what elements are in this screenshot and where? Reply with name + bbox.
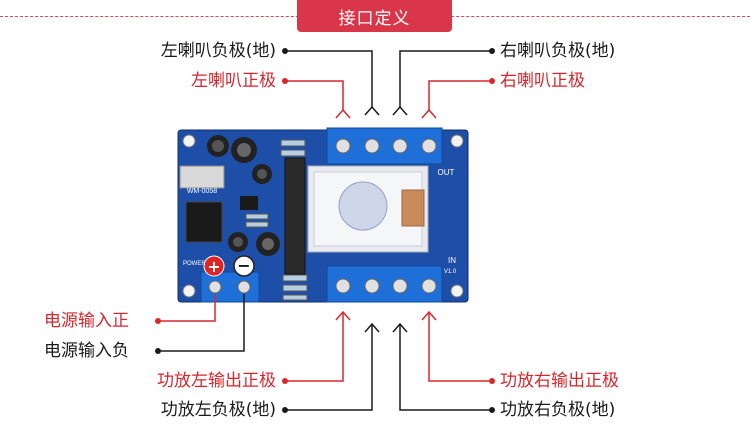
capacitors bbox=[207, 135, 280, 256]
wire-amp-right-out-pos bbox=[428, 312, 492, 382]
top-terminal-block bbox=[326, 127, 443, 165]
wire-power-in-pos bbox=[158, 294, 216, 322]
heatsink bbox=[284, 157, 306, 275]
plus-symbol: + bbox=[207, 257, 220, 276]
label-left-speaker-neg: 左喇叭负极(地) bbox=[160, 41, 276, 61]
label-power-in-pos: 电源输入正 bbox=[44, 311, 129, 331]
wire-amp-left-out-pos bbox=[285, 312, 344, 382]
label-amp-right-neg: 功放右负极(地) bbox=[500, 400, 616, 420]
minus-symbol: − bbox=[237, 256, 250, 275]
top-wires bbox=[285, 50, 492, 119]
bottom-wires bbox=[158, 294, 492, 411]
power-silk-label: POWER bbox=[183, 261, 206, 267]
resistors bbox=[245, 139, 308, 301]
wire-amp-right-neg bbox=[399, 324, 492, 411]
top-dots bbox=[282, 48, 495, 84]
wire-left-speaker-neg bbox=[285, 50, 373, 108]
board-model: WM-0058 bbox=[187, 188, 217, 195]
plus-badge bbox=[203, 255, 225, 277]
version-silk-label: V1.0 bbox=[444, 269, 457, 275]
header-bar: 接口定义 bbox=[0, 0, 750, 34]
out-silk-label: OUT bbox=[438, 168, 455, 177]
header-tab bbox=[297, 0, 452, 32]
in-silk-label: IN bbox=[448, 256, 456, 265]
wire-left-speaker-pos bbox=[285, 80, 344, 110]
minus-badge bbox=[233, 255, 255, 277]
wire-power-in-neg bbox=[158, 294, 245, 352]
page-title: 接口定义 bbox=[338, 9, 411, 29]
bottom-dots bbox=[155, 318, 495, 413]
label-amp-left-neg: 功放左负极(地) bbox=[160, 400, 276, 420]
power-terminal-block bbox=[200, 271, 260, 303]
label-left-speaker-pos: 左喇叭正极 bbox=[191, 71, 276, 91]
label-power-in-neg: 电源输入负 bbox=[44, 341, 129, 361]
circuit-board: WM-0058 bbox=[177, 127, 469, 303]
ic-chip bbox=[240, 196, 258, 210]
relay bbox=[307, 165, 429, 253]
label-right-speaker-neg: 右喇叭负极(地) bbox=[500, 41, 616, 61]
label-right-speaker-pos: 右喇叭正极 bbox=[500, 71, 585, 91]
wire-right-speaker-pos bbox=[428, 80, 492, 110]
wire-amp-left-neg bbox=[285, 324, 373, 411]
label-amp-left-out-pos: 功放左输出正极 bbox=[157, 371, 276, 391]
label-amp-right-out-pos: 功放右输出正极 bbox=[500, 371, 619, 391]
regulator-chip bbox=[185, 201, 223, 243]
bottom-terminal-block bbox=[326, 265, 443, 303]
wire-right-speaker-neg bbox=[399, 50, 492, 108]
model-plate bbox=[179, 165, 225, 189]
